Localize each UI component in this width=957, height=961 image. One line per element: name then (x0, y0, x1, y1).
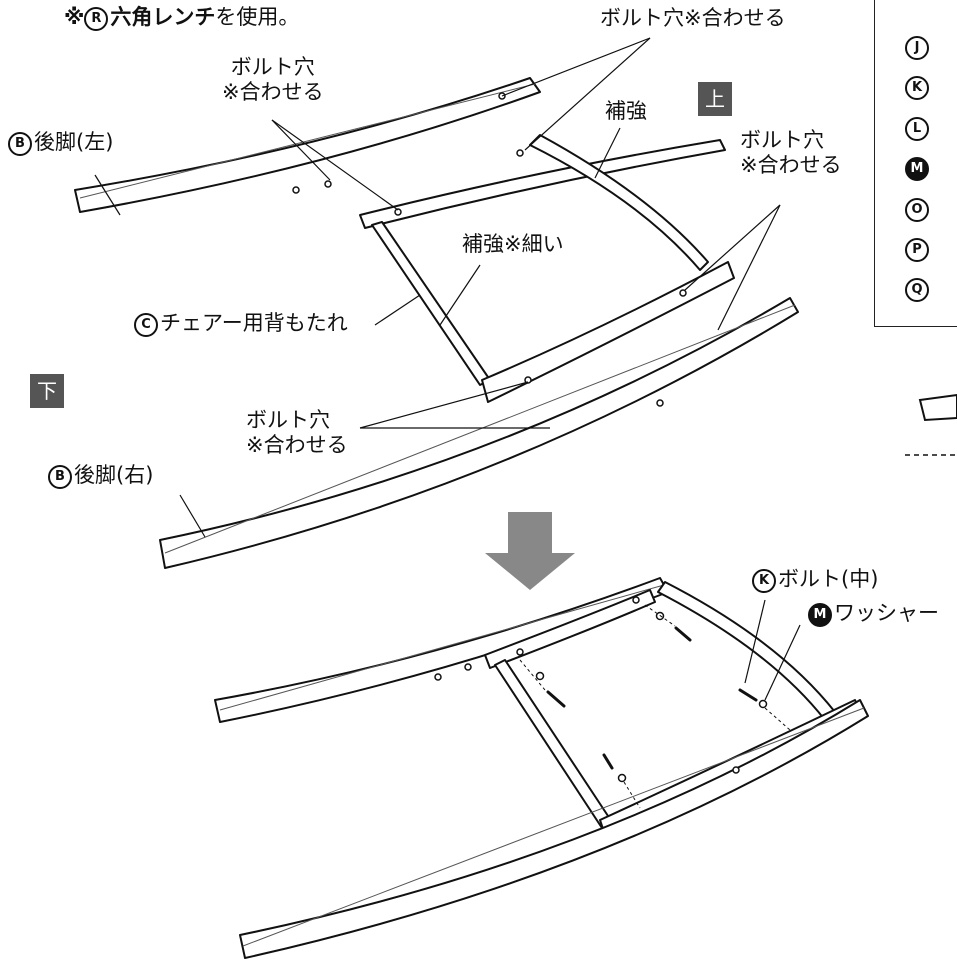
backrest-right-side (529, 134, 709, 271)
legend-item: P (905, 236, 931, 262)
legend-item: K (905, 74, 931, 100)
seat-top-bar (484, 589, 656, 669)
letter-r-icon: R (84, 7, 109, 31)
legend-item: L (905, 115, 931, 141)
bolt-hole-left-label: ボルト穴 ※合わせる (222, 55, 324, 105)
seat-left-side (494, 659, 613, 829)
rear-leg-right-bottom (239, 699, 869, 959)
parts-legend: J K L M O P Q (874, 0, 957, 327)
letter-m-icon: M (808, 603, 832, 627)
letter-c-icon: C (134, 313, 158, 337)
bolt-hole-bottom-label: ボルト穴 ※合わせる (246, 408, 348, 458)
letter-b-icon: B (8, 132, 32, 156)
letter-k-icon: K (752, 569, 776, 593)
legend-item: Q (905, 276, 931, 302)
legend-item: O (905, 196, 931, 222)
legend-item: M (905, 155, 931, 181)
backrest-bottom-bar (481, 261, 735, 403)
reinforce-thin-label: 補強※細い (462, 232, 564, 256)
backrest-top-bar (359, 139, 726, 229)
bolt-hole-match-top-label: ボルト穴※合わせる (600, 6, 786, 30)
rear-leg-right-top (159, 297, 799, 569)
rear-leg-left-bottom (214, 577, 669, 723)
bottom-tag: 下 (30, 374, 64, 408)
down-arrow (485, 512, 575, 590)
top-tag: 上 (698, 82, 732, 116)
letter-b-icon: B (48, 465, 72, 489)
reinforce-label: 補強 (605, 99, 647, 123)
legend-item: J (905, 34, 931, 60)
bolt-hole-right-label: ボルト穴 ※合わせる (740, 128, 842, 178)
